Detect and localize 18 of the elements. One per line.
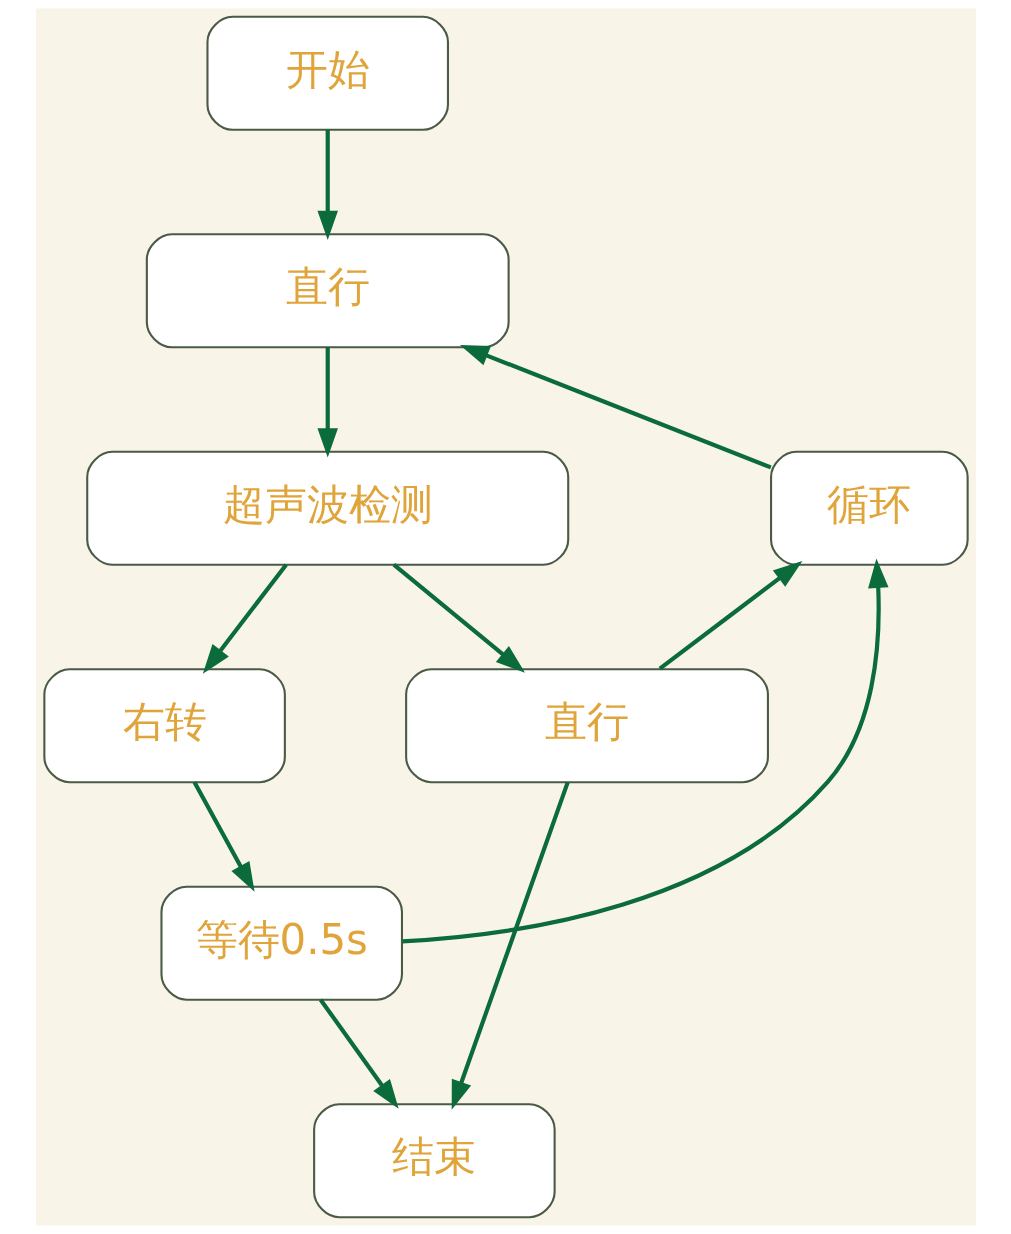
node-box: 循环 (769, 450, 969, 566)
node-box: 等待0.5s (159, 885, 403, 1001)
arrow (192, 781, 255, 892)
arrow (401, 558, 889, 944)
arrow (451, 781, 570, 1110)
arrow (658, 560, 802, 671)
arrow (316, 347, 338, 458)
node-box: 右转 (42, 668, 286, 784)
node-box: 超声波检测 (85, 450, 569, 566)
node-box: 直行 (404, 668, 769, 784)
node-box: 直行 (145, 233, 510, 349)
arrow (202, 563, 288, 674)
node-box: 开始 (205, 15, 449, 131)
arrow (392, 563, 525, 673)
arrow (316, 129, 338, 240)
node-box: 结束 (312, 1103, 556, 1219)
arrow (459, 344, 772, 470)
arrow (318, 998, 399, 1109)
